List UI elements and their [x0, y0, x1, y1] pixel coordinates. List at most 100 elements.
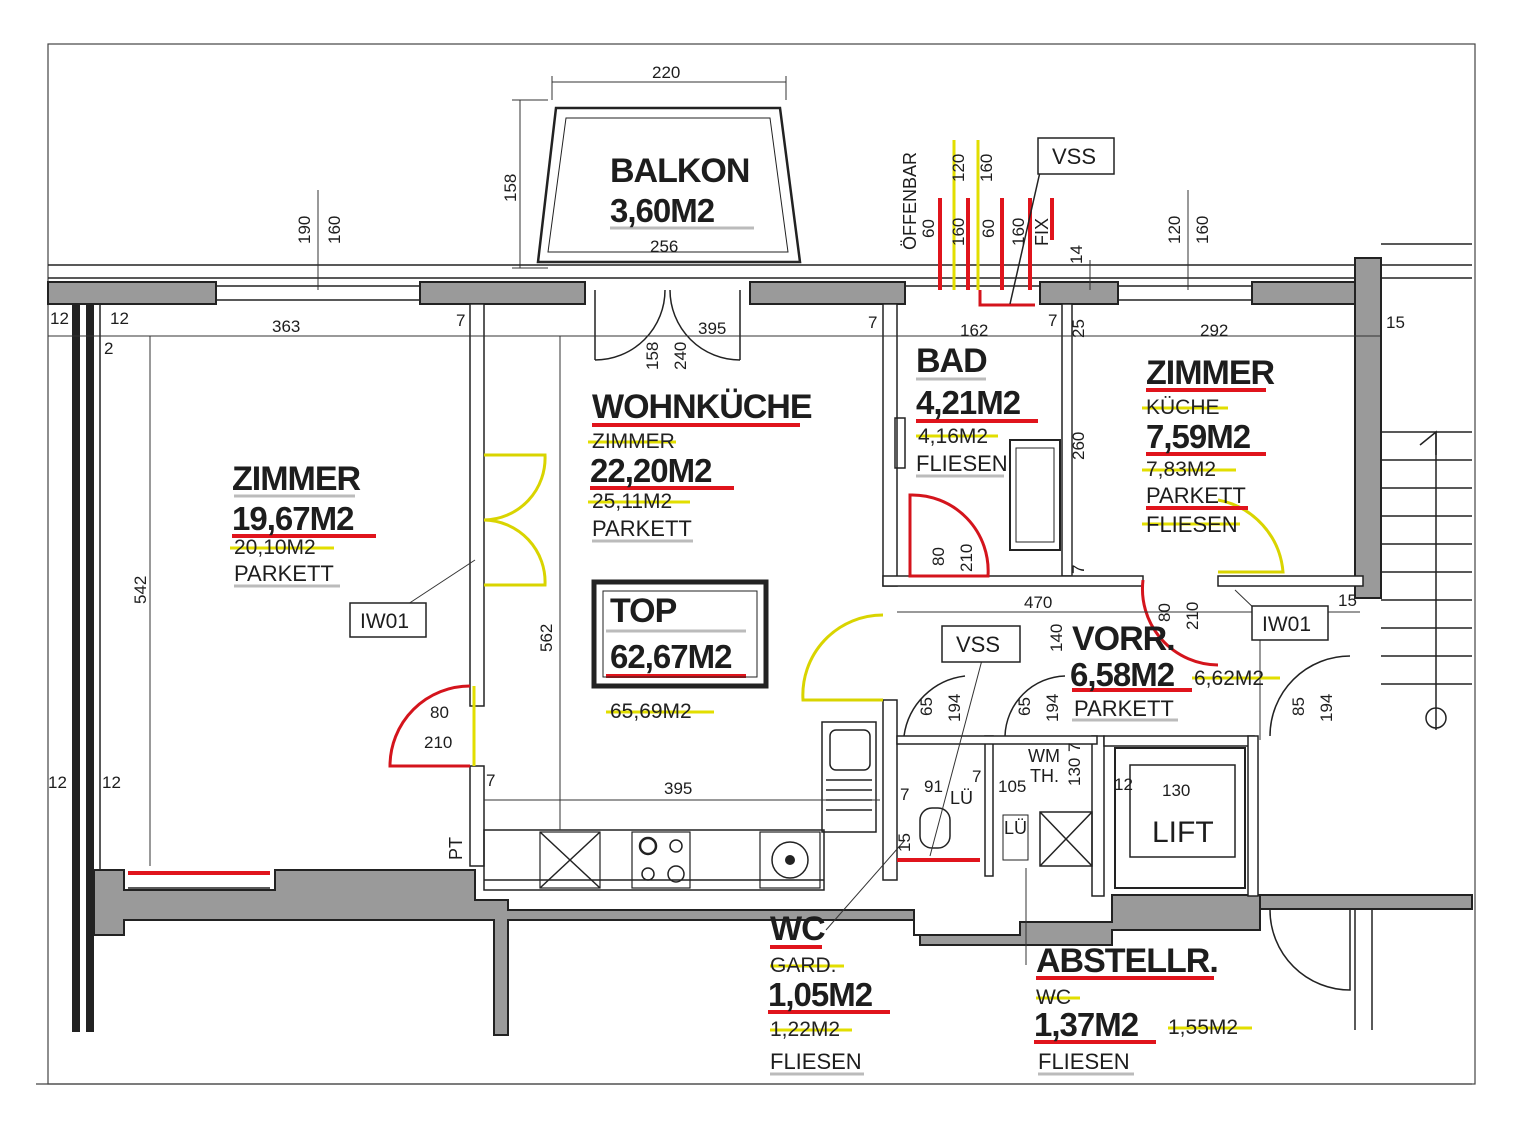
dim-470: 470 — [1024, 593, 1052, 612]
top-name: TOP — [610, 592, 677, 630]
top-box — [591, 579, 769, 689]
dim-80b: 80 — [929, 547, 948, 566]
vss-top-box — [1037, 137, 1115, 175]
wohnkueche-floor: PARKETT — [592, 516, 692, 541]
zimmer-right-floor: PARKETT — [1146, 483, 1246, 508]
walls-bottom — [93, 869, 1473, 1036]
dim-balkon-bottom: 256 — [650, 237, 678, 256]
dim-7c: 7 — [1048, 311, 1057, 330]
dim-12e: 12 — [1114, 775, 1133, 794]
dim-balkon-depth: 158 — [501, 174, 520, 202]
wc-area: 1,05M2 — [768, 976, 873, 1013]
dim-140: 140 — [1047, 624, 1066, 652]
bath-fixtures — [894, 417, 1093, 867]
label-underlines — [232, 226, 1266, 1076]
top-area: 62,67M2 — [610, 638, 732, 675]
staircase — [1381, 430, 1472, 730]
iw01-left-box — [349, 602, 427, 638]
dim-12d: 12 — [102, 773, 121, 792]
dim-395-top: 395 — [698, 319, 726, 338]
vorr-name: VORR. — [1072, 620, 1175, 658]
wohnkueche-area: 22,20M2 — [590, 452, 712, 489]
zimmer-right-name: ZIMMER — [1146, 354, 1275, 392]
kitchen-counter — [483, 721, 877, 891]
balcony — [512, 76, 802, 269]
dim-130a: 130 — [1065, 758, 1084, 786]
facade-top — [47, 243, 1472, 599]
abstellr-area: 1,37M2 — [1034, 1006, 1139, 1043]
dim-15a: 15 — [1386, 313, 1405, 332]
bad-old-area: 4,16M2 — [918, 425, 988, 448]
dim-bath-160c: 160 — [977, 154, 996, 182]
dim-162: 162 — [960, 321, 988, 340]
zimmer-left-area: 19,67M2 — [232, 500, 354, 537]
lue-label-2: LÜ — [1004, 818, 1027, 838]
dim-160b: 160 — [1193, 216, 1212, 244]
dim-190: 190 — [295, 216, 314, 244]
abstellr-old-area: 1,55M2 — [1168, 1016, 1238, 1039]
lift-shaft — [1114, 747, 1246, 889]
lue-label-1: LÜ — [950, 788, 973, 808]
dim-91: 91 — [924, 777, 943, 796]
dim-25: 25 — [1069, 319, 1088, 338]
dim-2: 2 — [104, 339, 113, 358]
dim-158: 158 — [643, 342, 662, 370]
abstellr-old-name: WC — [1036, 986, 1071, 1009]
dim-7e: 7 — [486, 771, 495, 790]
iw01-left-label: IW01 — [360, 610, 409, 633]
top-old-area: 65,69M2 — [610, 700, 692, 723]
dim-363: 363 — [272, 317, 300, 336]
dim-80a: 80 — [430, 703, 449, 722]
dim-80c: 80 — [1155, 603, 1174, 622]
dim-562: 562 — [537, 624, 556, 652]
dim-85: 85 — [1289, 697, 1308, 716]
dim-12c: 12 — [48, 773, 67, 792]
iw01-right-label: IW01 — [1262, 613, 1311, 636]
dim-bath-120: 120 — [949, 154, 968, 182]
oeffenbar-label: ÖFFENBAR — [900, 152, 920, 250]
wall-left — [72, 304, 101, 1032]
th-label: TH. — [1030, 766, 1059, 786]
dim-194b: 194 — [1043, 694, 1062, 722]
balkon-name: BALKON — [610, 152, 749, 190]
dim-7a: 7 — [456, 311, 465, 330]
vss-top-label: VSS — [1052, 144, 1096, 169]
dim-260: 260 — [1069, 432, 1088, 460]
bad-name: BAD — [916, 342, 987, 380]
dim-7h: 7 — [1065, 743, 1084, 752]
dim-7d: 7 — [1069, 565, 1088, 574]
dim-120: 120 — [1165, 216, 1184, 244]
vorr-area: 6,58M2 — [1070, 656, 1175, 693]
dim-65a: 65 — [917, 697, 936, 716]
dim-bath-60b: 60 — [979, 219, 998, 238]
bad-area: 4,21M2 — [916, 384, 1021, 421]
dim-12a: 12 — [50, 309, 69, 328]
dim-542: 542 — [131, 576, 150, 604]
wohnkueche-old-name: ZIMMER — [592, 430, 675, 453]
wc-old-area: 1,22M2 — [770, 1018, 840, 1041]
iw01-right-box — [1251, 605, 1329, 641]
dim-balkon-top: 220 — [652, 63, 680, 82]
dim-bath-160a: 160 — [949, 218, 968, 246]
dim-14: 14 — [1067, 245, 1086, 264]
dim-130b: 130 — [1162, 781, 1190, 800]
dim-292: 292 — [1200, 321, 1228, 340]
dim-bath-60a: 60 — [919, 219, 938, 238]
top-box-inner — [602, 590, 758, 678]
strike-lines — [230, 406, 1280, 1032]
doors — [388, 289, 1351, 991]
zimmer-left-old-area: 20,10M2 — [234, 536, 316, 559]
wc-name: WC — [770, 910, 825, 948]
dim-105: 105 — [998, 777, 1026, 796]
wohnkueche-old-area: 25,11M2 — [592, 490, 672, 513]
dim-7g: 7 — [972, 767, 981, 786]
dim-240: 240 — [671, 342, 690, 370]
balkon-area: 3,60M2 — [610, 192, 715, 229]
zimmer-left-floor: PARKETT — [234, 561, 334, 586]
zimmer-right-area: 7,59M2 — [1146, 418, 1251, 455]
dim-12b: 12 — [110, 309, 129, 328]
vss-mid-box — [941, 625, 1021, 663]
zimmer-right-old-name: KÜCHE — [1146, 396, 1220, 419]
dim-7b: 7 — [868, 313, 877, 332]
